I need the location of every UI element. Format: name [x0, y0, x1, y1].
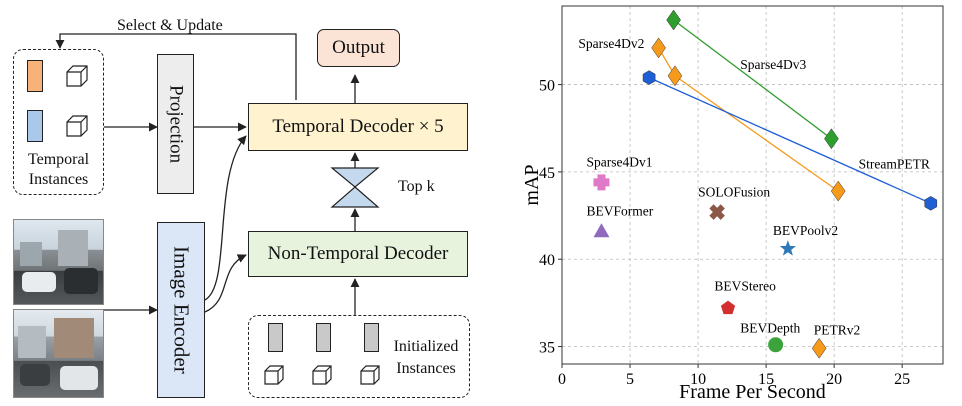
point-bevpoolv2 [779, 240, 796, 256]
topk-hourglass-icon [330, 167, 380, 208]
architecture-diagram: Select & Update Temporal Instances Proje… [13, 17, 470, 398]
point-sparse4dv2 [651, 37, 666, 59]
y-tick-label: 45 [539, 165, 555, 182]
temporal-decoder-label: Temporal Decoder × 5 [272, 116, 444, 137]
point-solofusion [709, 204, 725, 220]
select-update-label: Select & Update [117, 17, 223, 34]
temporal-instance-blue-square [27, 110, 43, 142]
label-sparse4dv1: Sparse4Dv1 [586, 155, 652, 170]
chart-ticks: 0 5 10 15 20 25 35 40 45 50 [539, 78, 910, 388]
point-bevformer [593, 223, 610, 238]
diagram-arrows [55, 33, 360, 315]
temporal-decoder-block: Temporal Decoder × 5 [248, 103, 468, 151]
output-block: Output [317, 29, 400, 67]
projection-label: Projection [165, 84, 187, 164]
cube-icon [360, 365, 380, 385]
encoder-to-temporal-decoder-arrow [204, 135, 247, 301]
label-sparse4dv3: Sparse4Dv3 [740, 57, 806, 72]
camera-image-rear [13, 309, 104, 398]
cube-icon [66, 115, 88, 137]
initialized-instances-label: Initialized Instances [393, 338, 459, 377]
temporal-instance-orange-square [27, 60, 43, 92]
x-tick-label: 10 [690, 371, 706, 388]
chart-markers [593, 9, 938, 359]
label-bevdepth: BEVDepth [740, 321, 800, 336]
non-temporal-decoder-block: Non-Temporal Decoder [248, 231, 468, 277]
initialized-instance-square [316, 323, 331, 352]
x-tick-label: 25 [894, 371, 910, 388]
series-line-sparse4dv3 [673, 19, 832, 140]
image-encoder-label: Image Encoder [169, 246, 194, 374]
point-streampetr [642, 70, 656, 85]
output-label: Output [332, 37, 385, 58]
cube-icon [66, 65, 88, 87]
initialized-instance-square [364, 323, 379, 352]
point-sparse4dv1 [593, 174, 610, 191]
point-solofusion-shape [709, 204, 725, 220]
label-bevpoolv2: BEVPoolv2 [773, 223, 838, 238]
point-petrv2 [811, 337, 827, 359]
point-sparse4dv2 [830, 180, 846, 202]
y-axis-label: mAP [521, 164, 543, 205]
point-bevstereo [720, 300, 736, 315]
temporal-instances-box [13, 49, 104, 195]
label-sparse4dv2: Sparse4Dv2 [578, 36, 644, 51]
y-tick-label: 35 [539, 340, 555, 357]
point-streampetr [924, 196, 938, 211]
initialized-instance-square [268, 323, 283, 352]
label-bevstereo: BEVStereo [714, 279, 776, 294]
x-tick-label: 20 [826, 371, 842, 388]
y-tick-label: 40 [539, 252, 555, 269]
point-sparse4dv3 [824, 128, 839, 150]
encoder-to-non-temporal-decoder-arrow [204, 254, 247, 313]
temporal-instances-label: Temporal Instances [27, 151, 90, 188]
y-tick-label: 50 [539, 78, 555, 95]
x-tick-label: 5 [626, 371, 634, 388]
series-line-streampetr [648, 77, 932, 204]
image-encoder-block: Image Encoder [157, 222, 205, 398]
projection-block: Projection [157, 54, 194, 194]
x-tick-label: 0 [558, 371, 566, 388]
point-sparse4dv3 [666, 9, 681, 31]
initialized-instances-box [248, 315, 470, 398]
point-bevdepth [768, 337, 784, 353]
label-bevformer: BEVFormer [586, 204, 653, 219]
camera-image-front [13, 219, 104, 305]
label-streampetr: StreamPETR [859, 156, 930, 171]
select-update-arrow [55, 33, 297, 100]
chart-frame [561, 5, 944, 365]
topk-label: Top k [398, 178, 435, 195]
x-tick-label: 15 [758, 371, 774, 388]
label-petrv2: PETRv2 [814, 322, 861, 337]
cube-icon [312, 365, 332, 385]
x-axis-label: Frame Per Second [679, 381, 826, 403]
chart-series-lines [648, 19, 932, 204]
label-solofusion: SOLOFusion [698, 184, 770, 199]
cube-icon [264, 365, 284, 385]
point-sparse4dv2 [667, 65, 683, 87]
non-temporal-decoder-label: Non-Temporal Decoder [267, 243, 449, 264]
